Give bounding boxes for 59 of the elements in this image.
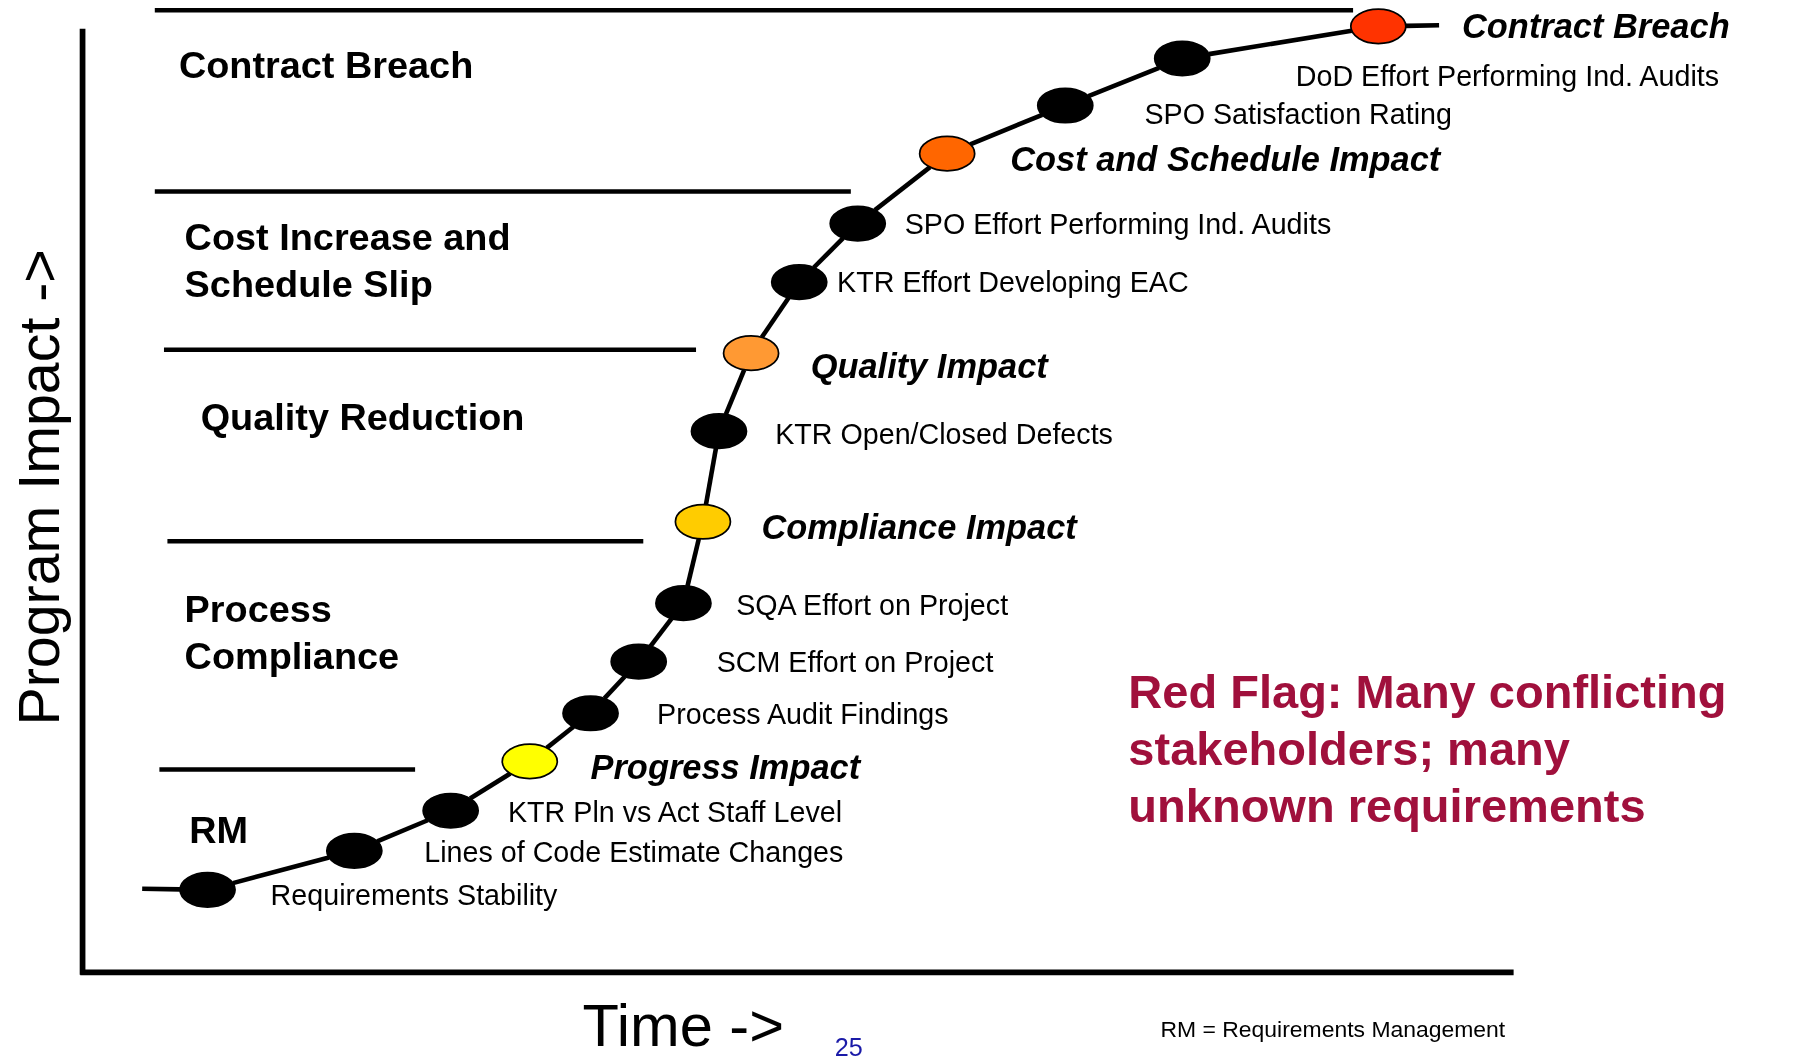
metric-label: SCM Effort on Project [716, 644, 994, 680]
impact-label: Compliance Impact [761, 507, 1077, 548]
curve-segment [685, 538, 702, 587]
milestone-dot [1349, 8, 1407, 45]
axis-title: Time -> [582, 990, 785, 1061]
curve-segment [376, 818, 429, 844]
milestone-dot [655, 585, 712, 622]
footnote: RM = Requirements Management [1160, 1014, 1506, 1044]
impact-label: Contract Breach [1462, 5, 1730, 47]
metric-label: SQA Effort on Project [736, 587, 1009, 623]
curve-segment [142, 886, 181, 892]
impact-label: Quality Impact [810, 346, 1048, 388]
band-label: Process Compliance [184, 586, 401, 679]
note-text: Red Flag: Many conflicting stakeholders; many unknown requirements [1128, 664, 1728, 835]
metric-label: SPO Effort Performing Ind. Audits [904, 206, 1332, 242]
band-label: Quality Reduction [200, 394, 525, 441]
milestone-dot [770, 264, 828, 301]
band-label: Contract Breach [178, 42, 474, 88]
milestone-dot [179, 871, 236, 908]
curve-segment [468, 771, 512, 801]
milestone-dot [1153, 40, 1211, 77]
metric-label: SPO Satisfaction Rating [1144, 96, 1452, 132]
curve-segment [1087, 65, 1160, 99]
milestone-dot [562, 695, 619, 732]
metric-label: Lines of Code Estimate Changes [424, 834, 844, 871]
metric-label: Requirements Stability [270, 877, 558, 913]
metric-label: KTR Effort Developing EAC [837, 265, 1189, 301]
page-number: 25 [834, 1032, 863, 1063]
milestone-dot [501, 743, 559, 780]
milestone-dot [722, 335, 780, 372]
curve-segment [703, 447, 719, 506]
axis-title: Program Impact -> [6, 249, 73, 726]
milestone-dot [610, 643, 668, 680]
curve-segment [723, 368, 747, 416]
curve-segment [232, 855, 330, 886]
milestone-dot [829, 205, 887, 242]
curve-segment [545, 724, 575, 750]
milestone-dot [690, 413, 748, 450]
curve-segment [873, 165, 932, 212]
metric-label: DoD Effort Performing Ind. Audits [1295, 58, 1720, 94]
impact-label: Progress Impact [590, 746, 861, 788]
milestone-dot [918, 135, 976, 172]
metric-label: KTR Pln vs Act Staff Level [508, 794, 843, 830]
curve-segment [602, 674, 627, 700]
curve-segment [1405, 22, 1440, 29]
curve-segment [759, 296, 791, 339]
curve-segment [648, 617, 674, 648]
curve-segment [969, 112, 1044, 147]
curve-segment [1208, 28, 1353, 57]
milestone-dot [674, 503, 732, 540]
metric-label: KTR Open/Closed Defects [775, 416, 1113, 452]
curve-segment [812, 236, 845, 270]
metric-label: Process Audit Findings [657, 696, 949, 732]
impact-label: Cost and Schedule Impact [1010, 138, 1441, 180]
band-label: RM [189, 807, 249, 853]
milestone-dot [325, 832, 383, 869]
milestone-dot [1036, 87, 1094, 124]
band-label: Cost Increase and Schedule Slip [184, 214, 512, 308]
milestone-dot [422, 792, 480, 829]
